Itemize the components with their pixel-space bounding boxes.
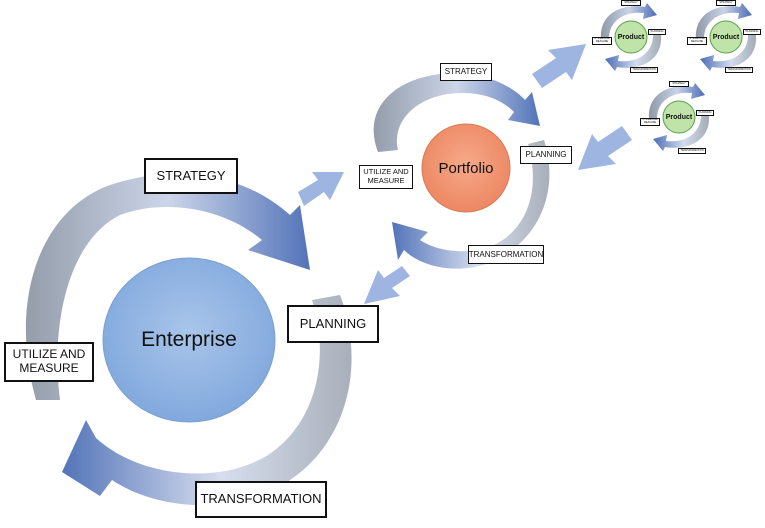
enterprise-utilize-box: UTILIZE AND MEASURE (4, 342, 94, 382)
product-2-planning-box: PLANNING (743, 29, 761, 35)
product-cycle-1 (600, 3, 662, 71)
portfolio-cycle (373, 73, 550, 269)
product-2-strategy-box: STRATEGY (716, 0, 736, 6)
product-2-utilize-box: UTILIZE AND MEASURE (687, 37, 707, 45)
product-2-transformation-box: TRANSFORMATION (725, 67, 753, 73)
product-3-arrow-top (648, 83, 705, 119)
product-cycle-3 (648, 83, 710, 151)
portfolio-cycle-arrow-top (373, 73, 540, 152)
portfolio-center-label: Portfolio (438, 159, 494, 177)
product-3-strategy-box: STRATEGY (669, 81, 689, 87)
product-2-arrow-bottom (700, 35, 757, 71)
product-3-utilize-box: UTILIZE AND MEASURE (640, 118, 660, 126)
portfolio-cycle-arrow-bottom (392, 140, 550, 269)
enterprise-cycle-arrow-top (25, 173, 310, 400)
connector-arrow-portfolio-to-products (532, 44, 586, 88)
connector-arrow-portfolio-to-enterprise (364, 266, 410, 304)
portfolio-planning-box: PLANNING (520, 146, 572, 164)
portfolio-transformation-box: TRANSFORMATION (468, 245, 544, 264)
product-1-arrow-top (600, 3, 657, 39)
connector-arrow-products-to-portfolio (578, 126, 632, 170)
enterprise-planning-box: PLANNING (287, 305, 379, 343)
product-3-circle (662, 100, 696, 134)
connector-arrow-enterprise-to-portfolio (298, 172, 344, 206)
portfolio-circle (421, 123, 511, 213)
product-2-center-label: Product (712, 33, 740, 41)
enterprise-cycle-arrow-bottom (62, 295, 352, 506)
portfolio-strategy-box: STRATEGY (440, 63, 492, 81)
product-cycle-2 (695, 3, 757, 71)
product-1-planning-box: PLANNING (648, 29, 666, 35)
enterprise-circle (102, 257, 276, 423)
product-1-center-label: Product (617, 33, 645, 41)
product-3-transformation-box: TRANSFORMATION (678, 148, 706, 154)
product-1-transformation-box: TRANSFORMATION (630, 67, 658, 73)
enterprise-strategy-box: STRATEGY (144, 158, 238, 194)
connector-arrows (298, 44, 632, 304)
product-1-circle (614, 20, 648, 54)
product-1-utilize-box: UTILIZE AND MEASURE (592, 37, 612, 45)
product-2-arrow-top (695, 3, 752, 39)
product-1-strategy-box: STRATEGY (621, 0, 641, 6)
product-2-circle (709, 20, 743, 54)
product-3-arrow-bottom (653, 115, 710, 151)
enterprise-transformation-box: TRANSFORMATION (195, 481, 327, 518)
enterprise-cycle (25, 173, 352, 506)
product-3-center-label: Product (665, 113, 693, 121)
enterprise-center-label: Enterprise (141, 328, 237, 351)
portfolio-utilize-box: UTILIZE AND MEASURE (359, 165, 413, 189)
product-3-planning-box: PLANNING (696, 110, 714, 116)
product-1-arrow-bottom (605, 35, 662, 71)
